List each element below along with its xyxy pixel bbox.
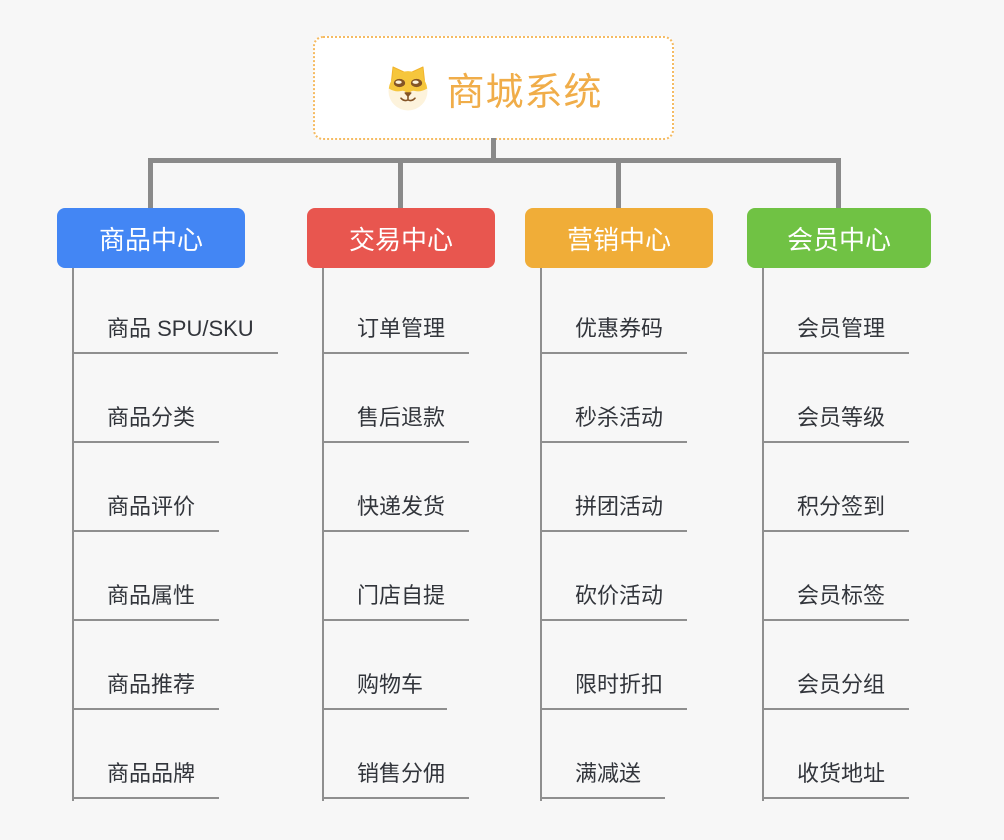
leaf-node[interactable]: 限时折扣 <box>540 670 688 710</box>
leaf-node[interactable]: 商品 SPU/SKU <box>72 314 278 354</box>
leaf-node[interactable]: 销售分佣 <box>322 759 470 799</box>
leaf-node[interactable]: 商品评价 <box>72 492 220 532</box>
child-trunk-line <box>322 268 324 801</box>
leaf-node[interactable]: 购物车 <box>322 670 448 710</box>
leaf-node[interactable]: 秒杀活动 <box>540 403 688 443</box>
branch-stem-line <box>398 158 403 208</box>
child-trunk-line <box>72 268 74 801</box>
branch-node-trade-center[interactable]: 交易中心 <box>307 208 495 268</box>
leaf-node[interactable]: 会员标签 <box>762 581 910 621</box>
leaf-node[interactable]: 会员管理 <box>762 314 910 354</box>
leaf-node[interactable]: 砍价活动 <box>540 581 688 621</box>
leaf-node[interactable]: 会员分组 <box>762 670 910 710</box>
branch-node-marketing-center[interactable]: 营销中心 <box>525 208 713 268</box>
leaf-node[interactable]: 订单管理 <box>322 314 470 354</box>
leaf-node[interactable]: 优惠券码 <box>540 314 688 354</box>
branch-node-product-center[interactable]: 商品中心 <box>57 208 245 268</box>
child-trunk-line <box>762 268 764 801</box>
branch-node-member-center[interactable]: 会员中心 <box>747 208 931 268</box>
leaf-node[interactable]: 收货地址 <box>762 759 910 799</box>
branch-stem-line <box>148 158 153 208</box>
leaf-node[interactable]: 商品属性 <box>72 581 220 621</box>
leaf-node[interactable]: 会员等级 <box>762 403 910 443</box>
leaf-node[interactable]: 积分签到 <box>762 492 910 532</box>
dog-face-icon <box>388 66 428 111</box>
branch-stem-line <box>836 158 841 208</box>
leaf-node[interactable]: 商品分类 <box>72 403 220 443</box>
leaf-node[interactable]: 商品推荐 <box>72 670 220 710</box>
leaf-node[interactable]: 售后退款 <box>322 403 470 443</box>
root-title: 商城系统 <box>446 71 603 114</box>
child-trunk-line <box>540 268 542 801</box>
leaf-node[interactable]: 快递发货 <box>322 492 470 532</box>
root-node[interactable]: 商城系统 <box>313 36 674 140</box>
leaf-node[interactable]: 门店自提 <box>322 581 470 621</box>
branch-stem-line <box>616 158 621 208</box>
root-stem-line <box>491 138 496 163</box>
leaf-node[interactable]: 拼团活动 <box>540 492 688 532</box>
branch-bus-line <box>148 158 841 163</box>
leaf-node[interactable]: 商品品牌 <box>72 759 220 799</box>
leaf-node[interactable]: 满减送 <box>540 759 666 799</box>
